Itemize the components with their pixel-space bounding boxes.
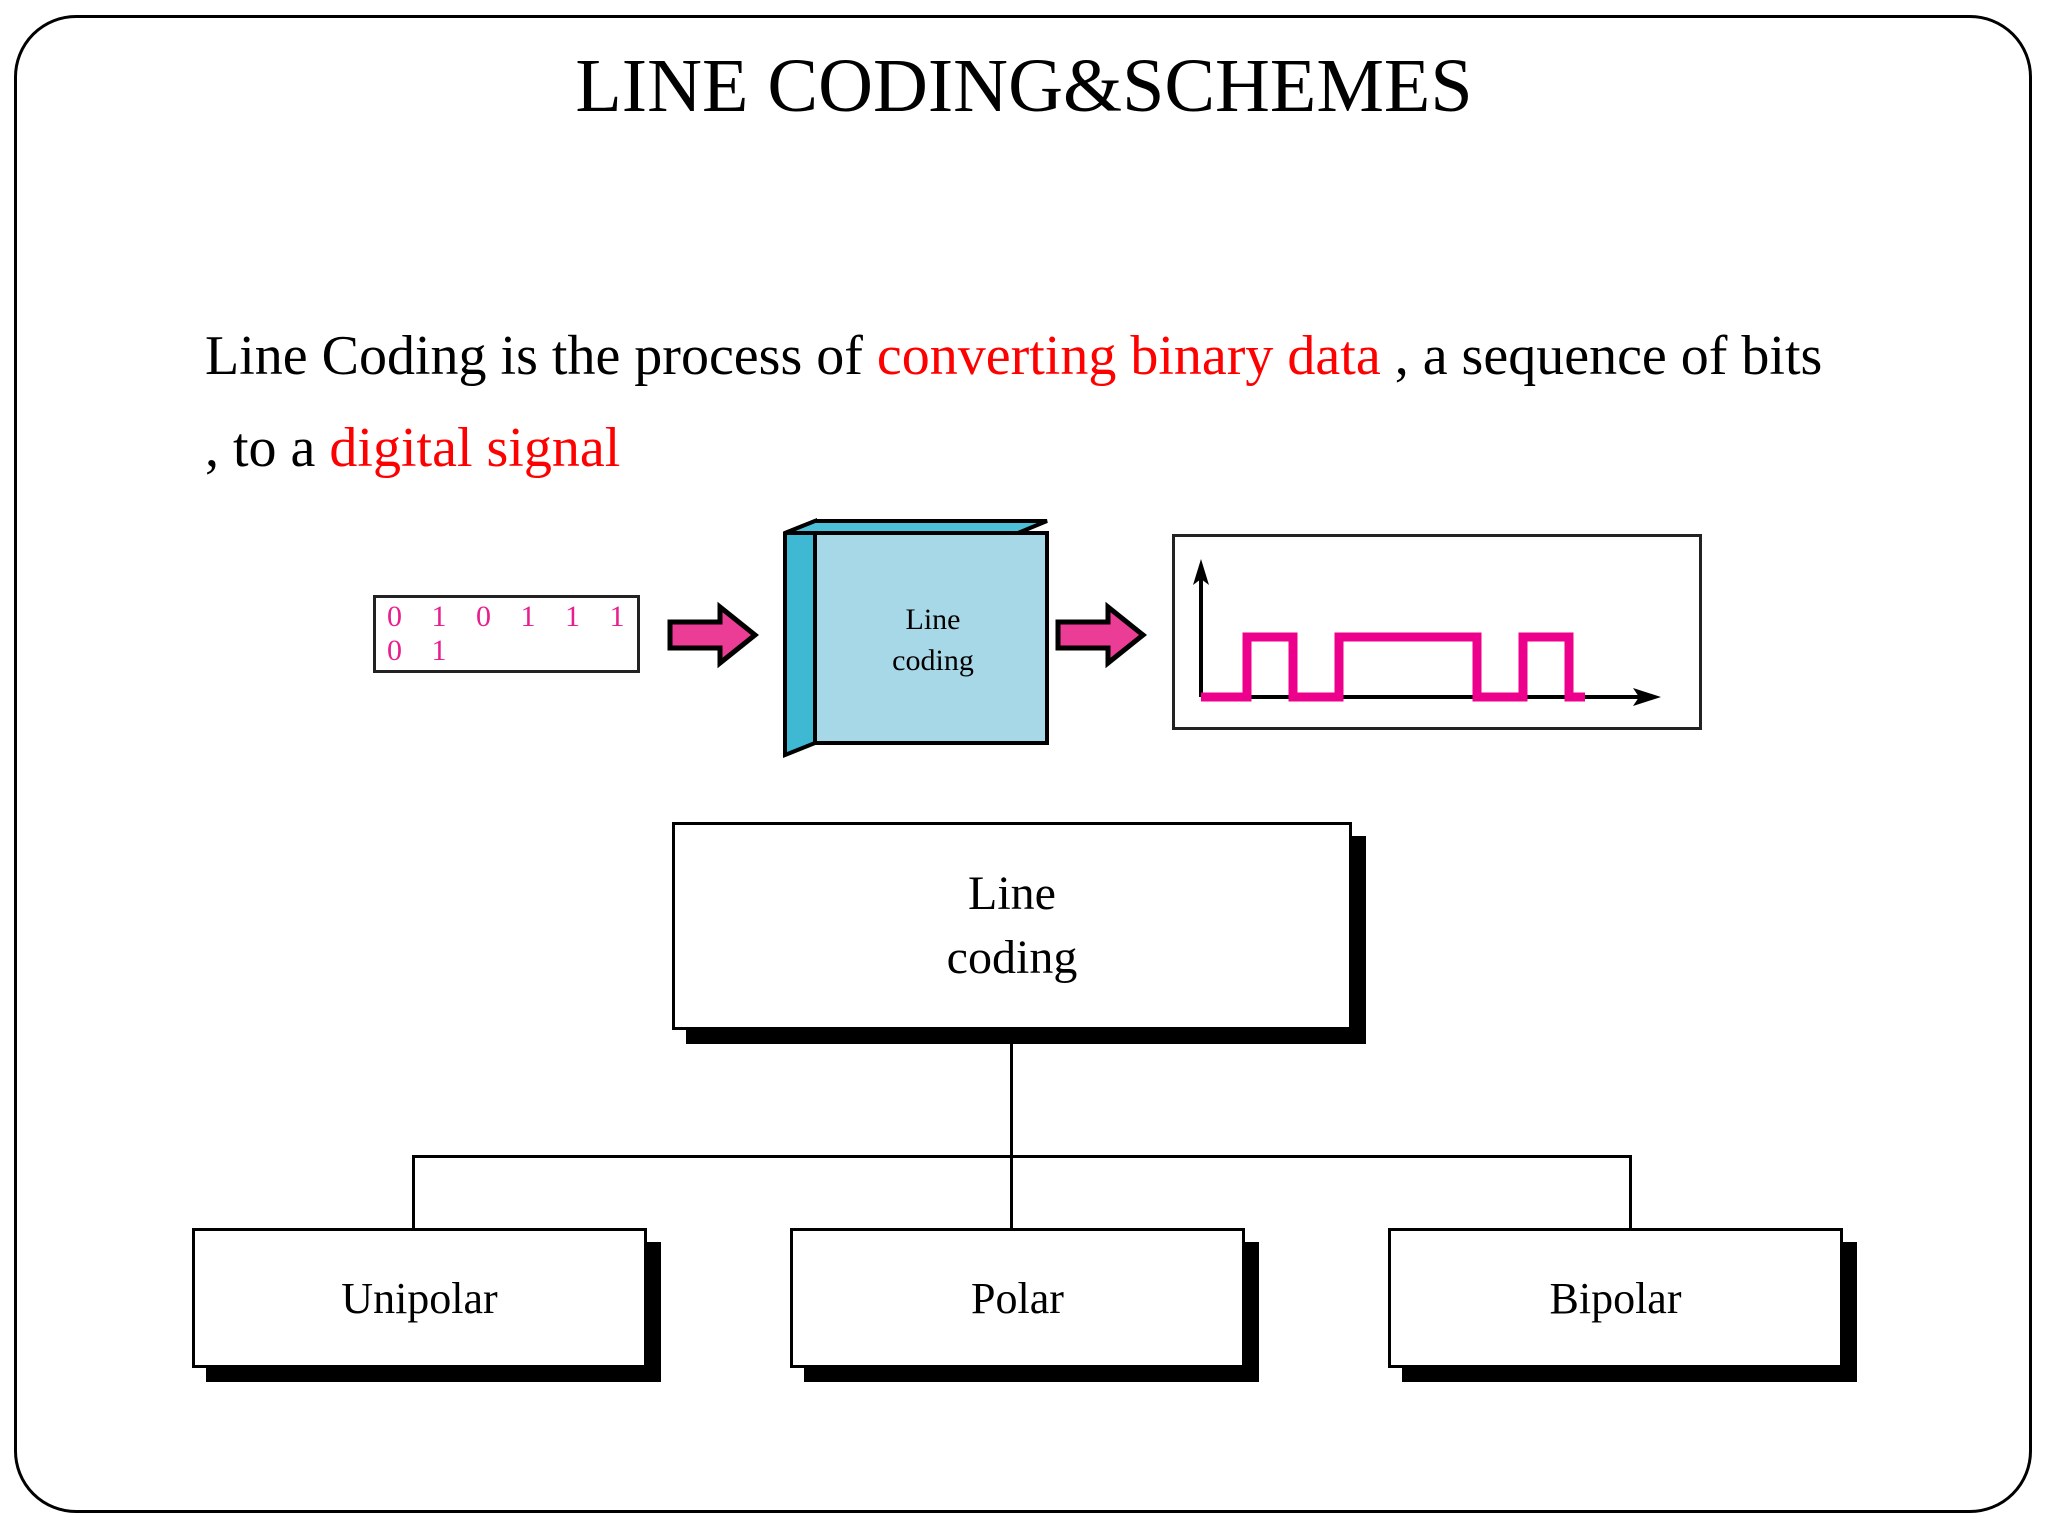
tree-node-root-label: Line coding bbox=[947, 862, 1078, 990]
binary-input-value: 0 1 0 1 1 1 0 1 bbox=[387, 600, 636, 667]
tree-node-unipolar-label: Unipolar bbox=[341, 1273, 498, 1323]
tree-connector-to-polar bbox=[1010, 1155, 1013, 1231]
body-highlight-converting-binary-data: converting binary data bbox=[876, 325, 1381, 387]
binary-input-box: 0 1 0 1 1 1 0 1 bbox=[373, 595, 640, 673]
digital-signal-waveform-box bbox=[1172, 534, 1702, 730]
tree-node-root-label-line-2: coding bbox=[946, 931, 1078, 984]
right-arrow-icon bbox=[667, 601, 760, 669]
body-text-part-1: Line Coding is the process of bbox=[205, 325, 877, 387]
tree-connector-root-vertical bbox=[1010, 1030, 1013, 1157]
tree-node-bipolar-label: Bipolar bbox=[1549, 1273, 1682, 1323]
tree-node-root-label-line-1: Line bbox=[968, 867, 1056, 921]
tree-node-polar-label: Polar bbox=[971, 1273, 1064, 1323]
body-highlight-digital-signal: digital signal bbox=[329, 417, 621, 480]
tree-node-bipolar[interactable]: Bipolar bbox=[1388, 1228, 1843, 1368]
body-text-part-2: , a sequence of bits , to a bbox=[205, 325, 1823, 480]
line-coding-3d-block: Line coding bbox=[782, 518, 1052, 758]
page-title: LINE CODING&SCHEMES bbox=[575, 44, 1473, 128]
tree-connector-horizontal-bus bbox=[412, 1155, 1632, 1158]
tree-connector-to-unipolar bbox=[412, 1155, 415, 1231]
tree-connector-to-bipolar bbox=[1629, 1155, 1632, 1231]
waveform-plot bbox=[1193, 559, 1661, 706]
tree-node-polar[interactable]: Polar bbox=[790, 1228, 1245, 1368]
body-paragraph: Line Coding is the process of converting… bbox=[205, 310, 1845, 495]
tree-node-unipolar[interactable]: Unipolar bbox=[192, 1228, 647, 1368]
tree-node-line-coding[interactable]: Line coding bbox=[672, 822, 1352, 1030]
right-arrow-icon bbox=[1055, 601, 1148, 669]
